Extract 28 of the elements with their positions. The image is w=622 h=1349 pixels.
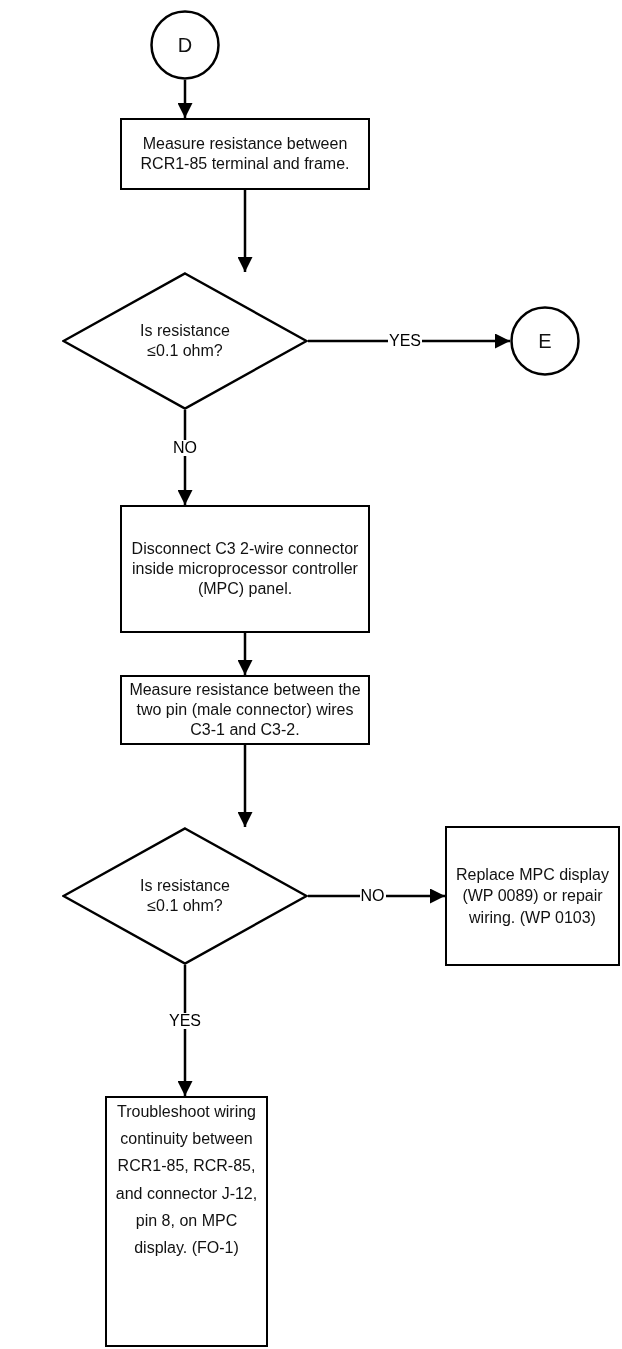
process-box [445,826,620,966]
step-text: Troubleshoot wiring continuity between RCR1-85, RCR-85, and connector J-12, pin 8, on MPC display. (FO-1) [114,1102,259,1258]
arrow [177,410,193,505]
step-text: Replace MPC display (WP 0089) or repair wiring. (WP 0103) [455,864,610,928]
decision-diamond [62,827,308,965]
process-box [105,1096,268,1347]
connector-label: D [177,32,193,58]
arrow [177,80,193,118]
arrow [237,745,253,827]
arrow [237,190,253,272]
edge-label: NO [172,439,198,456]
edge-label: YES [388,333,422,349]
decision-diamond [62,272,308,410]
connector-label: E [538,328,552,354]
arrow [237,633,253,675]
step-text: Is resistance ≤0.1 ohm? [139,321,231,361]
edge-label: NO [359,888,386,904]
step-text: Measure resistance between RCR1-85 terminal and frame. [139,134,351,174]
step-text: Measure resistance between the two pin (male connector) wires C3-1 and C3-2. [128,680,362,740]
process-box [120,505,370,633]
arrow [177,965,193,1096]
process-box [120,118,370,190]
edge-label: YES [168,1012,202,1029]
step-text: Disconnect C3 2-wire connector inside microprocessor controller (MPC) panel. [130,539,360,599]
connector-circle [510,306,580,376]
step-text: Is resistance ≤0.1 ohm? [139,876,231,916]
process-box [120,675,370,745]
connector-circle [150,10,220,80]
